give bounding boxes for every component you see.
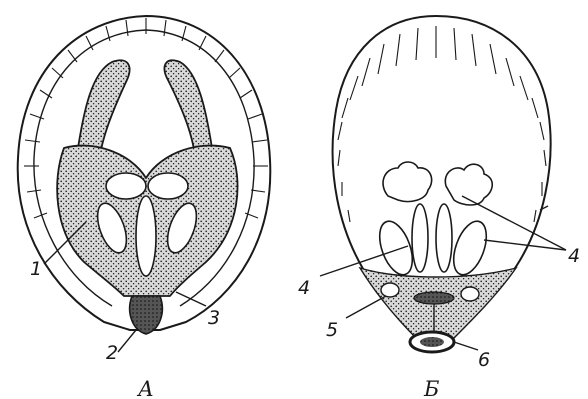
label-2: 2 [106, 342, 118, 364]
caption-b: Б [423, 377, 439, 399]
label-3: 3 [208, 307, 220, 329]
gill-fans-b [373, 162, 492, 279]
adductor-muscle [414, 292, 454, 304]
label-4-left: 4 [298, 277, 310, 299]
label-4-right: 4 [568, 245, 580, 267]
muscle-scar-right [461, 287, 479, 301]
leader-5 [346, 296, 386, 318]
leader-3 [176, 292, 206, 306]
leader-2 [118, 330, 136, 352]
pedicle-a [130, 296, 163, 334]
specimen-b: 4 4 5 6 Б [298, 16, 580, 399]
caption-a: А [136, 377, 154, 399]
growth-ribs-b [338, 26, 546, 222]
label-6: 6 [478, 349, 490, 371]
label-5: 5 [326, 319, 338, 341]
muscle-scar-left [381, 283, 399, 297]
specimen-a: 1 2 3 А [18, 16, 271, 399]
leader-6 [454, 342, 478, 350]
leader-4b-2 [484, 240, 566, 250]
pedicle-opening-inner [420, 337, 444, 347]
label-1: 1 [30, 258, 42, 280]
